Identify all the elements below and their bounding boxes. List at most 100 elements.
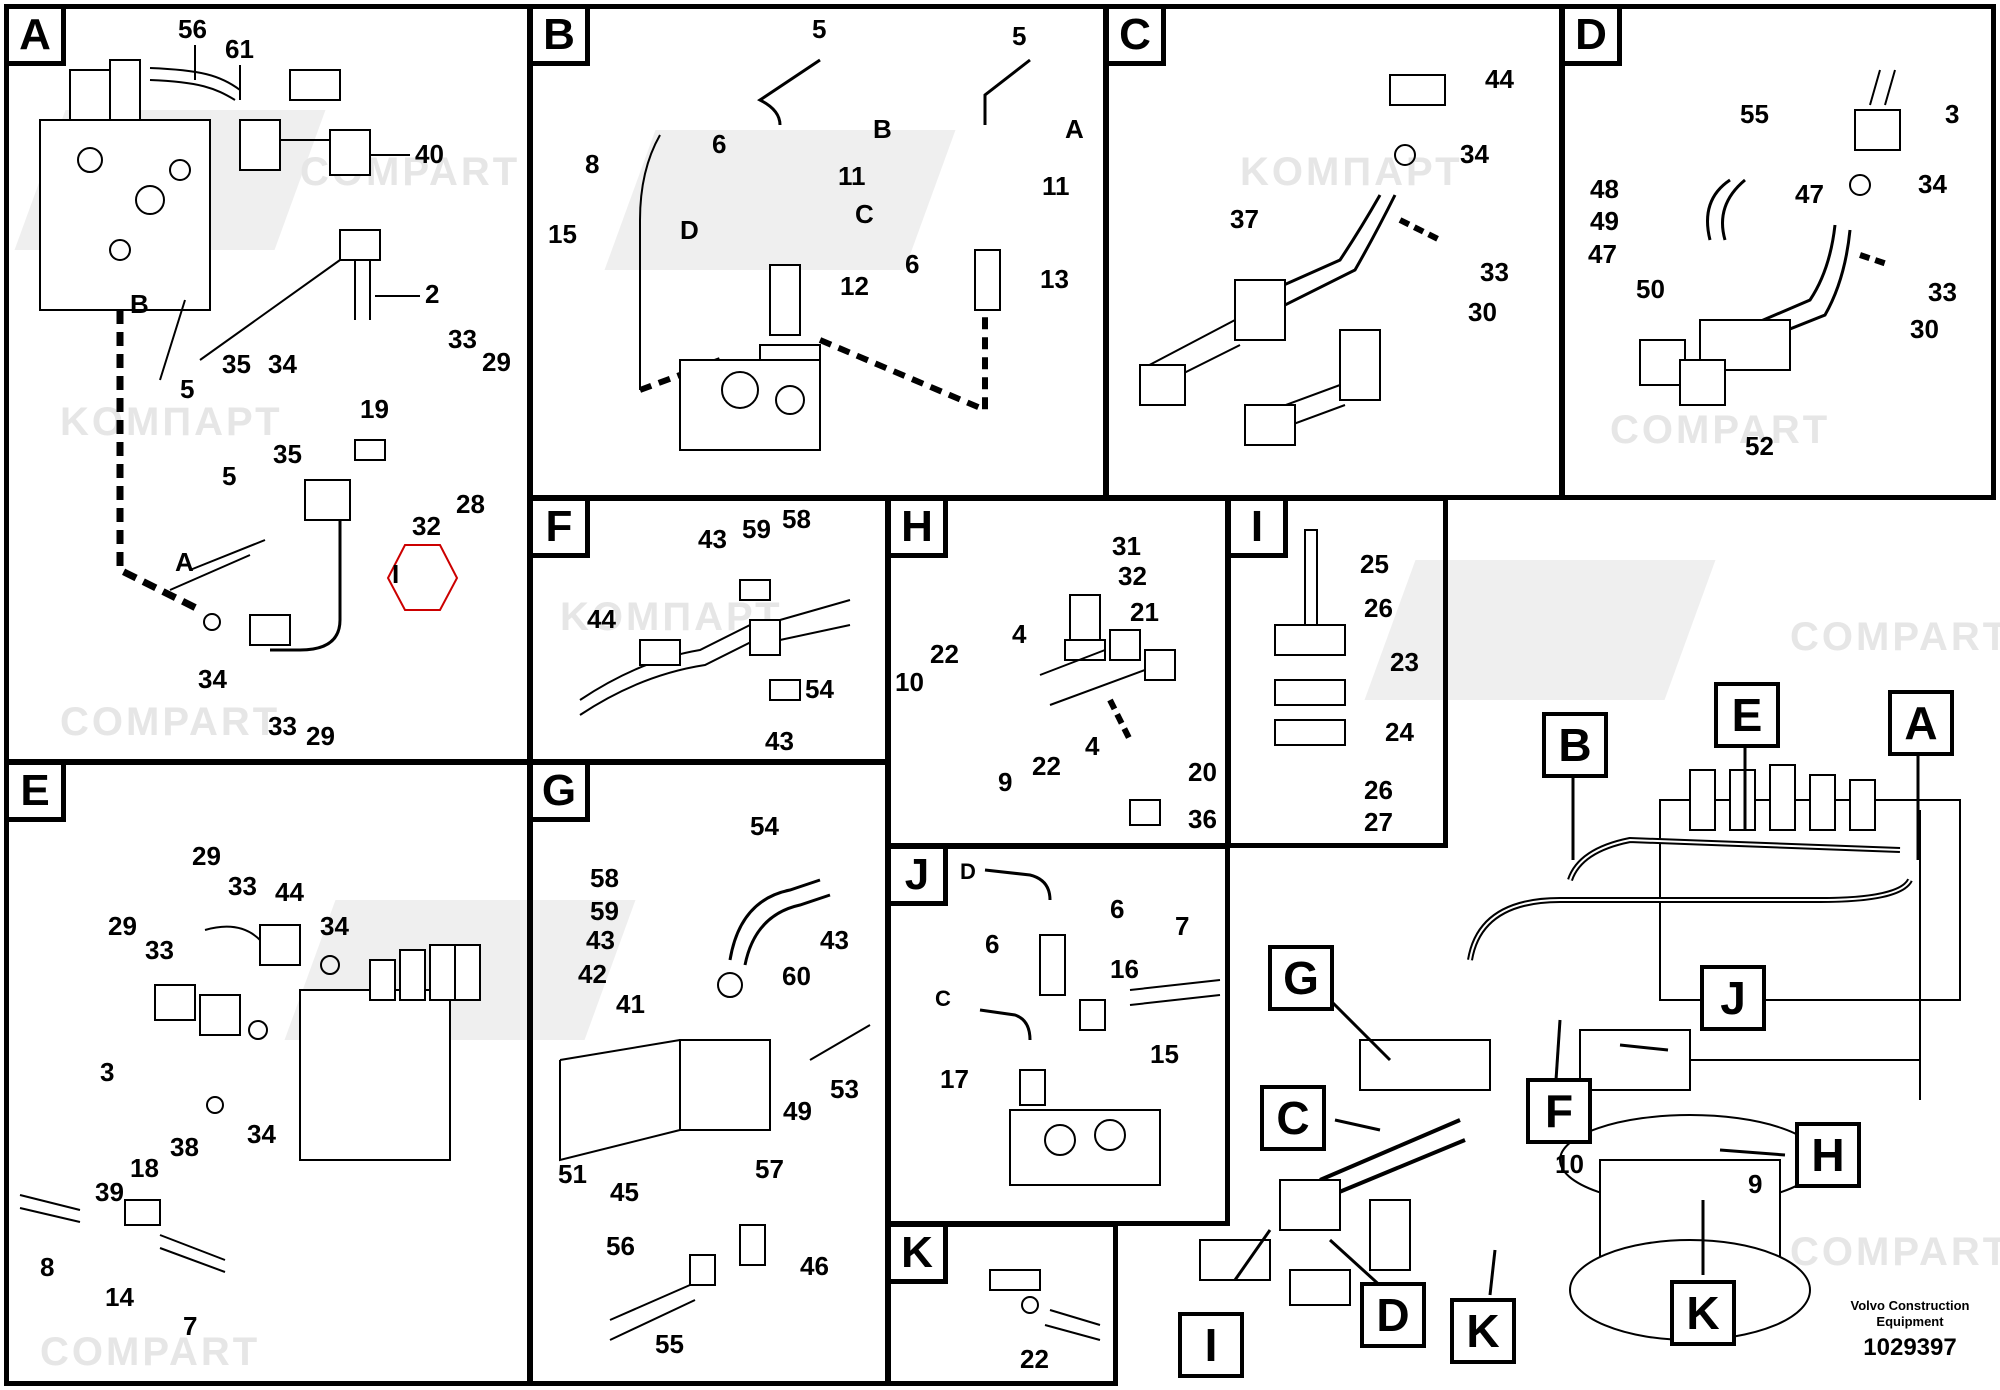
reference-label-j[interactable]: J bbox=[1700, 965, 1766, 1031]
callout-58: 58 bbox=[590, 863, 619, 893]
callout-c: C bbox=[855, 199, 874, 229]
callout-43: 43 bbox=[698, 524, 727, 554]
watermark-text: KOMПАРТ bbox=[1240, 150, 1463, 194]
reference-label-e[interactable]: E bbox=[1714, 682, 1780, 748]
callout-48: 48 bbox=[1590, 174, 1619, 204]
reference-label-c[interactable]: C bbox=[1260, 1085, 1326, 1151]
callout-28: 28 bbox=[456, 489, 485, 519]
callout-6: 6 bbox=[985, 929, 1000, 959]
panel-label: H bbox=[891, 501, 948, 558]
callout-5: 5 bbox=[1012, 21, 1027, 51]
panel-e: E bbox=[4, 760, 532, 1386]
callout-a: A bbox=[1065, 114, 1084, 144]
callout-43: 43 bbox=[820, 925, 849, 955]
callout-34: 34 bbox=[320, 911, 349, 941]
callout-5: 5 bbox=[812, 14, 827, 44]
callout-27: 27 bbox=[1364, 807, 1393, 837]
callout-49: 49 bbox=[1590, 206, 1619, 236]
callout-15: 15 bbox=[1150, 1039, 1179, 1069]
callout-15: 15 bbox=[548, 219, 577, 249]
callout-56: 56 bbox=[178, 14, 207, 44]
callout-29: 29 bbox=[482, 347, 511, 377]
panel-label: K bbox=[891, 1227, 948, 1284]
callout-13: 13 bbox=[1040, 264, 1069, 294]
callout-33: 33 bbox=[145, 935, 174, 965]
panel-b: B bbox=[528, 4, 1108, 500]
panel-a: A bbox=[4, 4, 532, 764]
callout-50: 50 bbox=[1636, 274, 1665, 304]
callout-22: 22 bbox=[930, 639, 959, 669]
callout-i: I bbox=[392, 559, 400, 589]
callout-26: 26 bbox=[1364, 593, 1393, 623]
callout-60: 60 bbox=[782, 961, 811, 991]
reference-label-h[interactable]: H bbox=[1795, 1122, 1861, 1188]
reference-label-k[interactable]: K bbox=[1450, 1298, 1516, 1364]
callout-39: 39 bbox=[95, 1177, 124, 1207]
panel-h: H bbox=[886, 496, 1230, 848]
panel-i: I bbox=[1226, 496, 1448, 848]
callout-16: 16 bbox=[1110, 954, 1139, 984]
callout-10: 10 bbox=[895, 667, 924, 697]
callout-47: 47 bbox=[1588, 239, 1617, 269]
callout-12: 12 bbox=[840, 271, 869, 301]
reference-label-f[interactable]: F bbox=[1526, 1078, 1592, 1144]
callout-32: 32 bbox=[1118, 561, 1147, 591]
watermark-text: COMPART bbox=[1610, 408, 1831, 452]
callout-35: 35 bbox=[273, 439, 302, 469]
callout-55: 55 bbox=[655, 1329, 684, 1359]
callout-b: B bbox=[130, 289, 149, 319]
callout-34: 34 bbox=[1918, 169, 1947, 199]
reference-label-a[interactable]: A bbox=[1888, 690, 1954, 756]
callout-6: 6 bbox=[905, 249, 920, 279]
panel-label: I bbox=[1231, 501, 1288, 558]
reference-label-k[interactable]: K bbox=[1670, 1280, 1736, 1346]
callout-57: 57 bbox=[755, 1154, 784, 1184]
callout-33: 33 bbox=[1928, 277, 1957, 307]
panel-g: G bbox=[528, 760, 890, 1386]
callout-33: 33 bbox=[448, 324, 477, 354]
reference-label-b[interactable]: B bbox=[1542, 712, 1608, 778]
callout-46: 46 bbox=[800, 1251, 829, 1281]
callout-26: 26 bbox=[1364, 775, 1393, 805]
reference-label-g[interactable]: G bbox=[1268, 945, 1334, 1011]
callout-21: 21 bbox=[1130, 597, 1159, 627]
panel-label: E bbox=[9, 765, 66, 822]
watermark-text: COMPART bbox=[60, 700, 281, 744]
reference-label-i[interactable]: I bbox=[1178, 1312, 1244, 1378]
panel-label: A bbox=[9, 9, 66, 66]
callout-34: 34 bbox=[268, 349, 297, 379]
callout-58: 58 bbox=[782, 504, 811, 534]
callout-19: 19 bbox=[360, 394, 389, 424]
callout-51: 51 bbox=[558, 1159, 587, 1189]
callout-44: 44 bbox=[1485, 64, 1514, 94]
callout-40: 40 bbox=[415, 139, 444, 169]
publisher-name: Volvo Construction bbox=[1850, 1298, 1970, 1313]
panel-label: D bbox=[1565, 9, 1622, 66]
drawing-number: 1029397 bbox=[1863, 1334, 1957, 1361]
callout-9: 9 bbox=[1748, 1169, 1763, 1199]
callout-41: 41 bbox=[616, 989, 645, 1019]
panel-d: D bbox=[1560, 4, 1996, 500]
reference-label-d[interactable]: D bbox=[1360, 1282, 1426, 1348]
callout-7: 7 bbox=[1175, 911, 1190, 941]
panel-label: J bbox=[891, 849, 948, 906]
callout-59: 59 bbox=[742, 514, 771, 544]
callout-38: 38 bbox=[170, 1132, 199, 1162]
callout-61: 61 bbox=[225, 34, 254, 64]
callout-29: 29 bbox=[192, 841, 221, 871]
panel-label: G bbox=[533, 765, 590, 822]
callout-33: 33 bbox=[1480, 257, 1509, 287]
callout-3: 3 bbox=[1945, 99, 1960, 129]
callout-2: 2 bbox=[425, 279, 440, 309]
callout-b: B bbox=[873, 114, 892, 144]
callout-43: 43 bbox=[765, 726, 794, 756]
callout-c: C bbox=[935, 986, 951, 1011]
callout-34: 34 bbox=[1460, 139, 1489, 169]
panel-label: F bbox=[533, 501, 590, 558]
callout-20: 20 bbox=[1188, 757, 1217, 787]
panel-label: B bbox=[533, 9, 590, 66]
callout-34: 34 bbox=[247, 1119, 276, 1149]
callout-5: 5 bbox=[222, 461, 237, 491]
callout-31: 31 bbox=[1112, 531, 1141, 561]
callout-54: 54 bbox=[750, 811, 779, 841]
